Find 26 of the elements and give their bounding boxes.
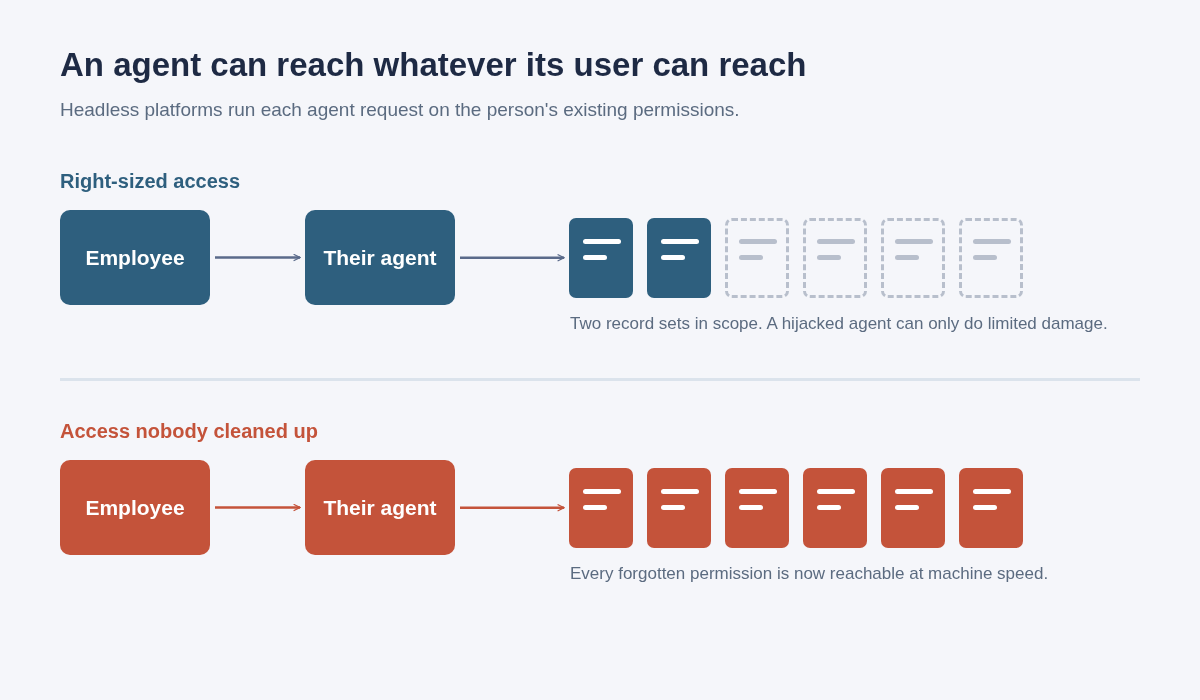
record-icon [803,468,867,548]
arrow [215,253,301,262]
record-icon [725,468,789,548]
subtitle: Headless platforms run each agent request on the person's existing permissions. [60,99,740,121]
arrow [460,253,565,262]
process-box: Their agent [305,210,455,305]
record-icon [803,218,867,298]
record-icon [647,218,711,298]
record-icon [647,468,711,548]
process-box: Their agent [305,460,455,555]
record-icon [569,468,633,548]
caption: Two record sets in scope. A hijacked agent can only do limited damage. [570,314,1108,334]
record-icon [569,218,633,298]
process-box: Employee [60,460,210,555]
arrow [460,503,565,512]
record-icon [959,218,1023,298]
caption: Every forgotten permission is now reachable at machine speed. [570,564,1049,584]
process-box: Employee [60,210,210,305]
title: An agent can reach whatever its user can reach [60,46,807,84]
section-heading: Right-sized access [60,170,241,193]
record-icon [959,468,1023,548]
section-heading: Access nobody cleaned up [60,420,318,443]
record-icon [881,218,945,298]
record-icon [881,468,945,548]
arrow [215,503,301,512]
record-icon [725,218,789,298]
